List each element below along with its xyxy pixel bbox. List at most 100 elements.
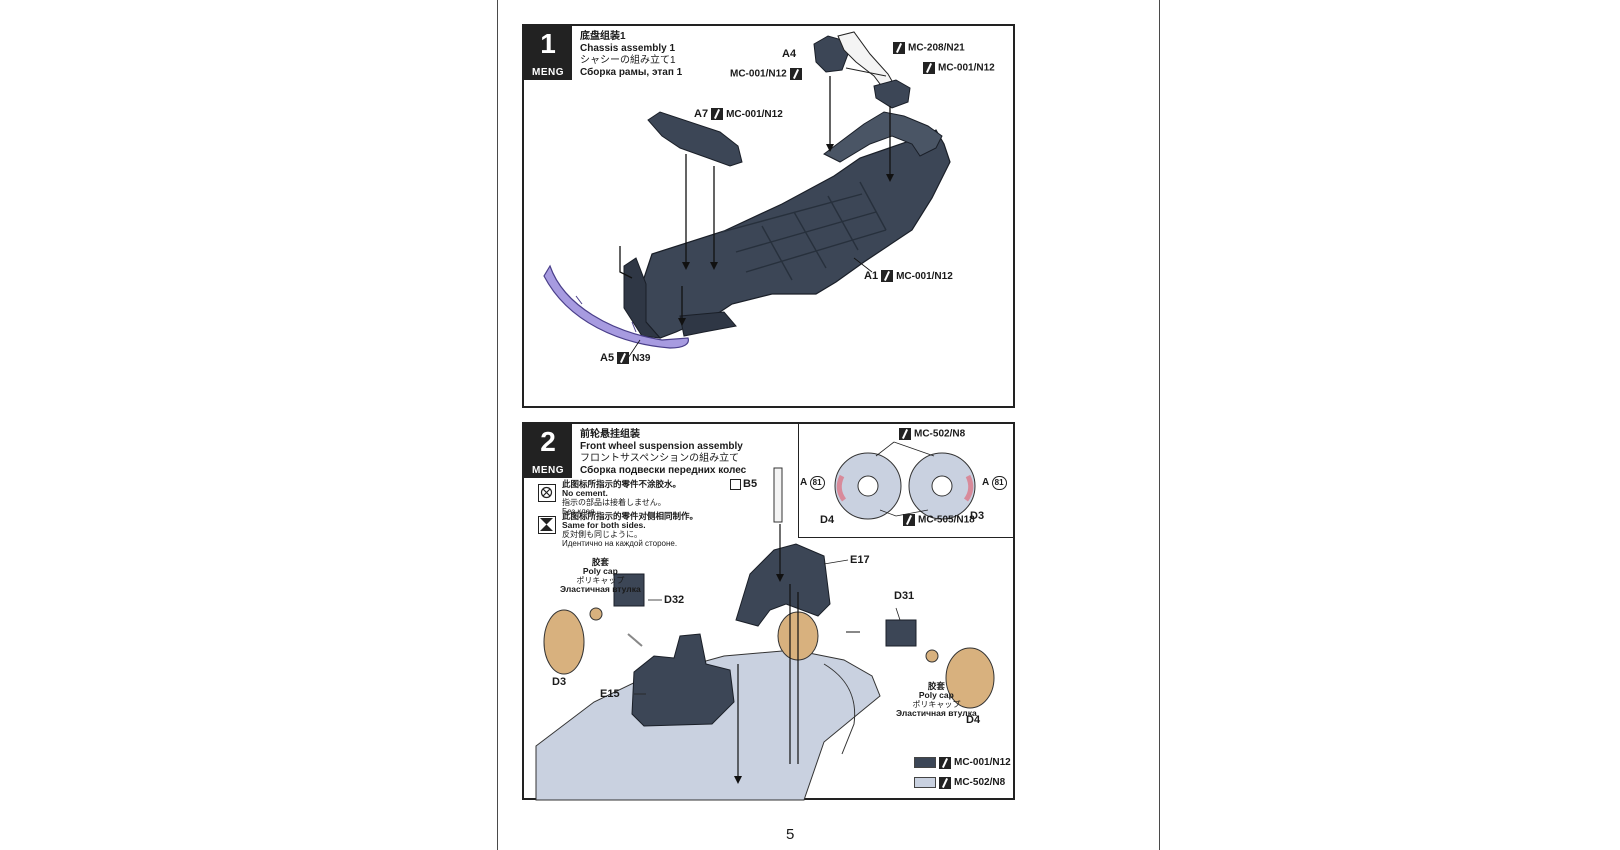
paint-code: MC-001/N12 xyxy=(726,109,783,120)
polycap-cn: 胶套 xyxy=(591,557,609,567)
inset-top-paint: MC-502/N8 xyxy=(896,428,965,441)
part-id: A1 xyxy=(864,270,879,282)
polycap-right-label: 胶套 Poly cap ポリキャップ Эластичная втулка xyxy=(896,682,977,718)
polycap-ru: Эластичная втулка xyxy=(560,584,641,594)
decal-number: 81 xyxy=(809,476,825,490)
paint-icon xyxy=(939,777,951,789)
polycap-left xyxy=(589,607,603,621)
note-no-cement: 此图标所指示的零件不涂胶水。 No cement. 指示の部品は接着しません。 … xyxy=(562,479,682,517)
note-jp: 反対側も同じように。 xyxy=(562,530,642,539)
paint-code: MC-001/N12 xyxy=(938,62,995,74)
callout-e15: E15 xyxy=(600,688,620,700)
inset-disc-left xyxy=(834,452,902,520)
polycap-en: Poly cap xyxy=(918,690,954,700)
paint-icon xyxy=(923,62,935,74)
shock-b5 xyxy=(773,467,783,523)
title-ru: Сборка рамы, этап 1 xyxy=(580,67,683,78)
brand-logo: MENG xyxy=(532,465,564,476)
both-sides-icon xyxy=(730,478,741,490)
chassis-side-wall xyxy=(623,257,662,339)
mount-a4 xyxy=(813,35,849,73)
inset-right-decal: A 81 xyxy=(982,476,1007,490)
polycap-left-label: 胶套 Poly cap ポリキャップ Эластичная втулка xyxy=(560,558,641,594)
paint-icon xyxy=(881,270,894,283)
legend-row: MC-001/N12 xyxy=(914,756,1014,770)
brake-inset xyxy=(798,424,1015,538)
paint-icon xyxy=(789,68,802,80)
note-ru: Идентично на каждой стороне. xyxy=(562,539,678,548)
no-cement-icon xyxy=(538,484,556,502)
note-cn: 此图标所指示的零件对侧相同制作。 xyxy=(562,511,699,521)
bracket-a7 xyxy=(647,111,743,167)
callout-b5: B5 xyxy=(730,478,757,490)
step-number: 1 xyxy=(540,28,556,59)
paint-code: MC-001/N12 xyxy=(896,271,953,282)
title-jp: フロントサスペンションの組み立て xyxy=(580,453,740,464)
part-id: A7 xyxy=(694,108,709,120)
hub-d32 xyxy=(613,573,645,607)
legend-swatch-light xyxy=(914,777,936,788)
leader-lines xyxy=(627,257,873,359)
note-en: No cement. xyxy=(562,488,608,498)
polycap-ru: Эластичная втулка xyxy=(896,708,977,718)
note-both-sides: 此图标所指示的零件对侧相同制作。 Same for both sides. 反対… xyxy=(562,511,699,549)
callout-d31: D31 xyxy=(894,590,915,602)
step-1-panel: 1 MENG 底盘组装1 Chassis assembly 1 シャシーの組み立… xyxy=(522,24,1015,408)
chassis-rim xyxy=(823,663,856,755)
note-en: Same for both sides. xyxy=(562,520,646,530)
page-right-edge xyxy=(1159,0,1160,850)
callout-rear-paint: MC-001/N12 xyxy=(920,62,995,75)
inset-d4: D4 xyxy=(820,514,835,526)
callout-bracket-paint: MC-208/N21 xyxy=(890,42,965,55)
assembly-arrows xyxy=(737,524,799,776)
chassis-ribs xyxy=(721,181,887,281)
polycap-right xyxy=(925,649,939,663)
hollow-arrows xyxy=(627,631,860,647)
page-left-edge xyxy=(497,0,498,850)
chassis-rear-deck xyxy=(823,111,943,163)
polycap-cn: 胶套 xyxy=(927,681,945,691)
step-1-badge: 1 MENG xyxy=(524,26,572,80)
title-cn: 前轮悬挂组装 xyxy=(580,429,640,440)
chassis-illustration xyxy=(543,31,951,359)
hub-d31 xyxy=(885,619,917,647)
step-2-badge: 2 MENG xyxy=(524,424,572,478)
assembly-arrows xyxy=(619,76,891,318)
arrow-heads xyxy=(678,144,894,326)
part-id: A5 xyxy=(600,352,615,364)
legend-label: MC-502/N8 xyxy=(954,777,1006,788)
disc-d3 xyxy=(543,609,585,675)
part-letter: A xyxy=(800,477,807,488)
callout-a1: A1 MC-001/N12 xyxy=(864,270,953,283)
paint-code: MC-502/N8 xyxy=(914,428,966,440)
step-number: 2 xyxy=(540,426,556,457)
paint-legend: MC-001/N12 MC-502/N8 xyxy=(914,756,1014,796)
paint-icon xyxy=(903,514,915,526)
callout-a4: A4 xyxy=(782,48,797,60)
disc-d4 xyxy=(945,647,995,709)
paint-icon xyxy=(711,108,724,121)
paint-icon xyxy=(939,757,951,769)
inset-left-decal: A 81 xyxy=(800,476,825,490)
legend-row: MC-502/N8 xyxy=(914,776,1014,790)
callout-e17: E17 xyxy=(850,554,870,566)
brand-logo: MENG xyxy=(532,67,564,78)
callout-a7: A7 MC-001/N12 xyxy=(694,108,783,121)
paint-code: MC-505/N18 xyxy=(918,514,975,526)
polycap-jp: ポリキャップ xyxy=(576,576,625,585)
leader-lines xyxy=(634,559,901,695)
callout-a4-paint: MC-001/N12 xyxy=(730,68,805,81)
polycap-en: Poly cap xyxy=(582,566,618,576)
inset-d3: D3 xyxy=(970,510,985,522)
step-2-title: 前轮悬挂组装 Front wheel suspension assembly フ… xyxy=(580,429,746,477)
title-cn: 底盘组装1 xyxy=(580,31,626,42)
title-en: Front wheel suspension assembly xyxy=(580,441,743,452)
inset-disc-right xyxy=(908,452,976,520)
step-2-panel: 2 MENG 前轮悬挂组装 Front wheel suspension ass… xyxy=(522,422,1015,801)
suspension-illustration xyxy=(535,441,995,801)
note-cn: 此图标所指示的零件不涂胶水。 xyxy=(562,479,682,489)
paint-icon xyxy=(617,352,630,365)
paint-code: MC-001/N12 xyxy=(730,68,787,80)
paint-icon xyxy=(893,42,905,54)
